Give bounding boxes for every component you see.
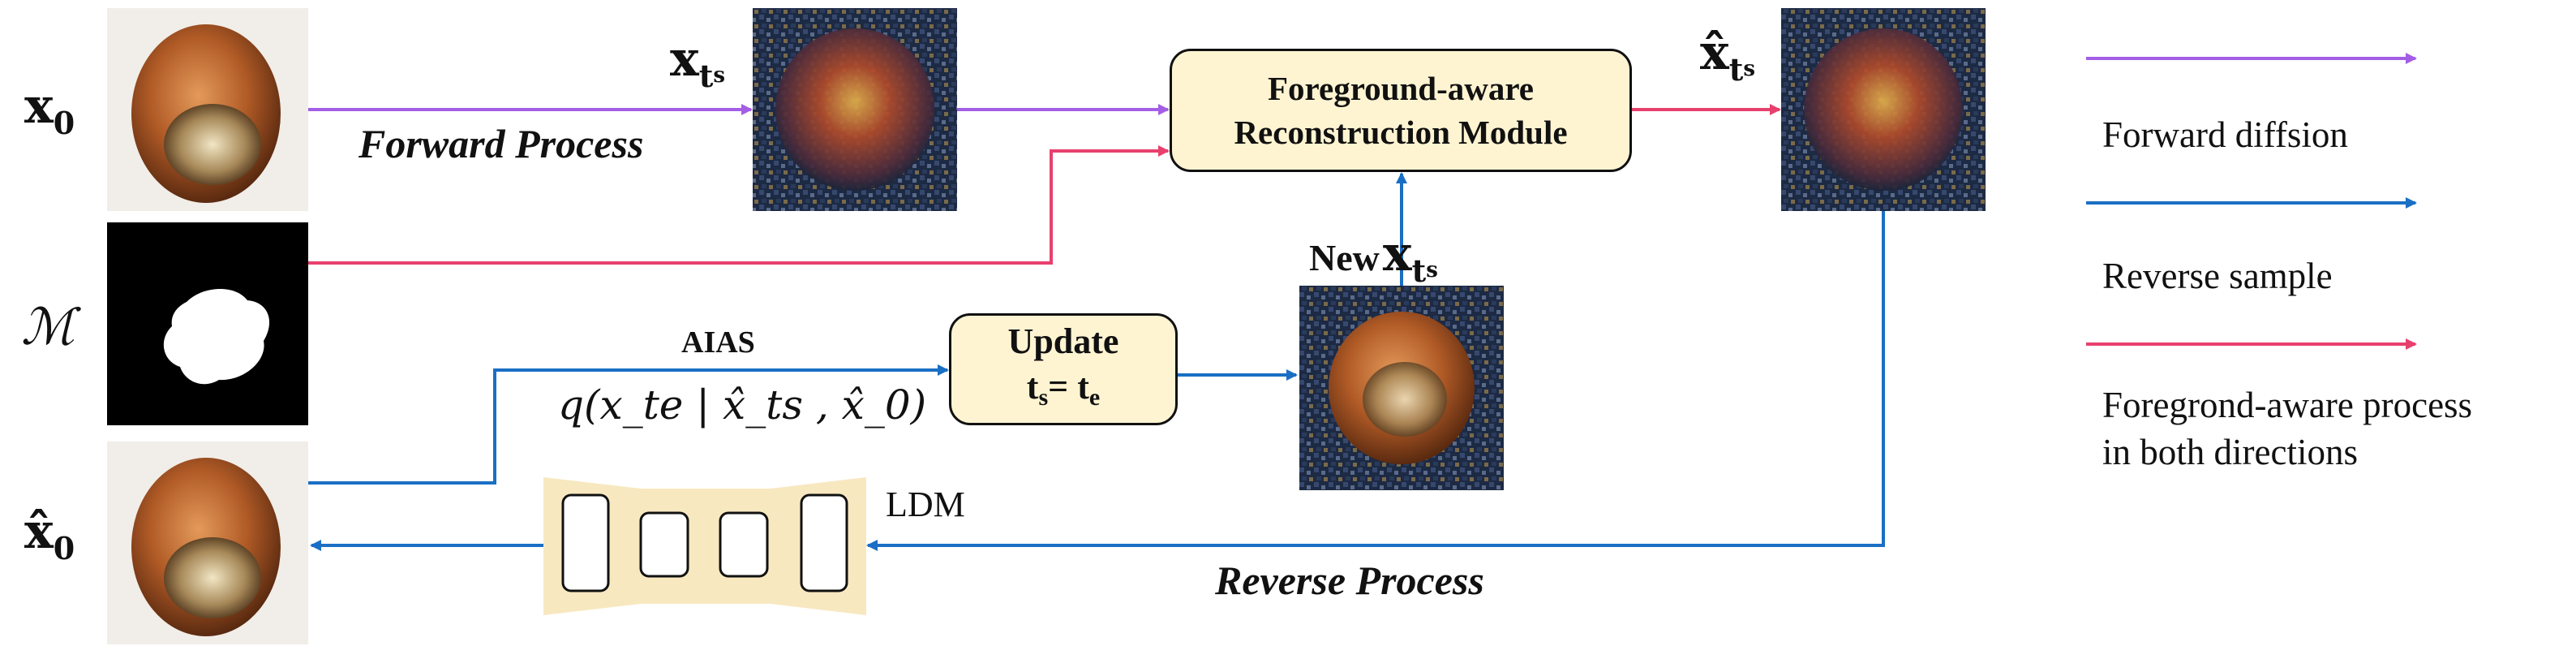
image-xhat0 xyxy=(107,442,308,644)
label-new-xts: New xts xyxy=(1309,226,1438,289)
legend-label-foreground: Foregrond-aware process in both directio… xyxy=(2102,385,2473,472)
module-line2: Reconstruction Module xyxy=(1234,114,1568,151)
label-mask: ℳ xyxy=(21,297,75,356)
label-xhat0: x̂0 xyxy=(24,503,75,566)
label-x0: x0 xyxy=(24,78,75,141)
update-box: Update ts= te xyxy=(949,313,1178,425)
image-mask xyxy=(107,222,308,425)
image-xhat-ts xyxy=(1781,8,1986,211)
update-line2: ts= te xyxy=(1026,366,1101,411)
label-forward-process: Forward Process xyxy=(358,121,644,166)
label-ldm: LDM xyxy=(886,485,965,524)
label-xhat-ts: x̂ts xyxy=(1700,24,1755,88)
label-aias: AIAS xyxy=(681,325,755,360)
label-aias-formula: q(x_te | x̂_ts , x̂_0) xyxy=(558,381,927,429)
ldm-block xyxy=(543,477,866,615)
image-x0 xyxy=(107,8,308,211)
update-line1: Update xyxy=(1007,321,1119,361)
arrow-aias xyxy=(308,364,949,485)
reconstruction-module: Foreground-aware Reconstruction Module xyxy=(1170,49,1632,172)
module-line1: Foreground-aware xyxy=(1268,70,1534,107)
arrow-reverse xyxy=(866,211,1885,551)
arrow-mask-to-module xyxy=(308,145,1170,265)
image-xts xyxy=(753,8,957,211)
legend-label-reverse: Reverse sample xyxy=(2102,256,2333,296)
label-xts: xts xyxy=(670,31,725,94)
legend-label-forward: Forward diffsion xyxy=(2102,114,2348,155)
label-reverse-process: Reverse Process xyxy=(1215,558,1484,603)
image-new-xts xyxy=(1299,286,1504,490)
